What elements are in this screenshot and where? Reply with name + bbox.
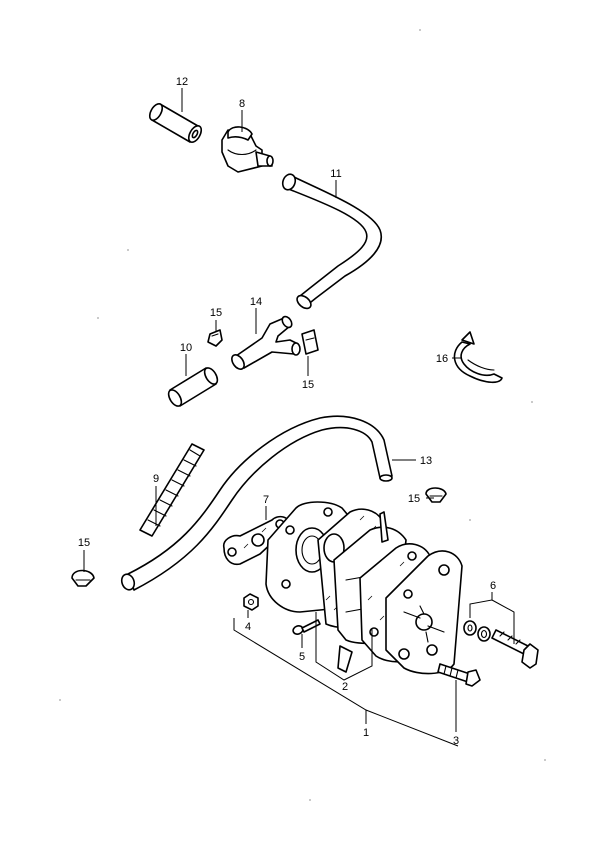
clip-lower-left: [71, 569, 95, 587]
hose-top-part: [148, 103, 203, 143]
clip-upper-right: [301, 329, 319, 355]
callout-15-d: 15: [78, 537, 90, 549]
callout-2: 2: [342, 681, 348, 693]
callout-12: 12: [176, 76, 188, 88]
callout-15-c: 15: [408, 493, 420, 505]
hose-long-part: [120, 415, 393, 591]
callout-14: 14: [250, 296, 262, 308]
callout-13: 13: [420, 455, 432, 467]
hose-bent-part: [281, 173, 383, 310]
callout-15-b: 15: [302, 379, 314, 391]
callout-9: 9: [153, 473, 159, 485]
callout-7: 7: [263, 494, 269, 506]
callout-1: 1: [363, 727, 369, 739]
leader-lines: [83, 88, 515, 747]
callout-labels: 12 8 11 14 15 15 10 16 13 9 15 15 7 6 4 …: [78, 76, 496, 747]
callout-6: 6: [490, 580, 496, 592]
nut-part: [243, 593, 259, 611]
bolt-washer-set-part: [463, 620, 539, 669]
callout-4: 4: [245, 621, 251, 633]
y-joint-part: [231, 315, 301, 370]
clamp-part: [453, 331, 503, 384]
callout-3: 3: [453, 735, 459, 747]
clip-upper-left: [207, 329, 223, 347]
pump-end-cover: [385, 550, 463, 675]
fuel-filter-part: [221, 126, 274, 173]
callout-10: 10: [180, 342, 192, 354]
callout-11: 11: [330, 168, 341, 180]
pump-screw-part: [437, 663, 481, 687]
scan-specks: [59, 29, 546, 801]
callout-5: 5: [299, 651, 305, 663]
hose-short-part: [167, 367, 219, 407]
callout-15-a: 15: [210, 307, 222, 319]
callout-8: 8: [239, 98, 245, 110]
protector-spring-part: [139, 443, 205, 537]
clip-mid-right: [425, 487, 447, 503]
callout-16: 16: [436, 353, 448, 365]
